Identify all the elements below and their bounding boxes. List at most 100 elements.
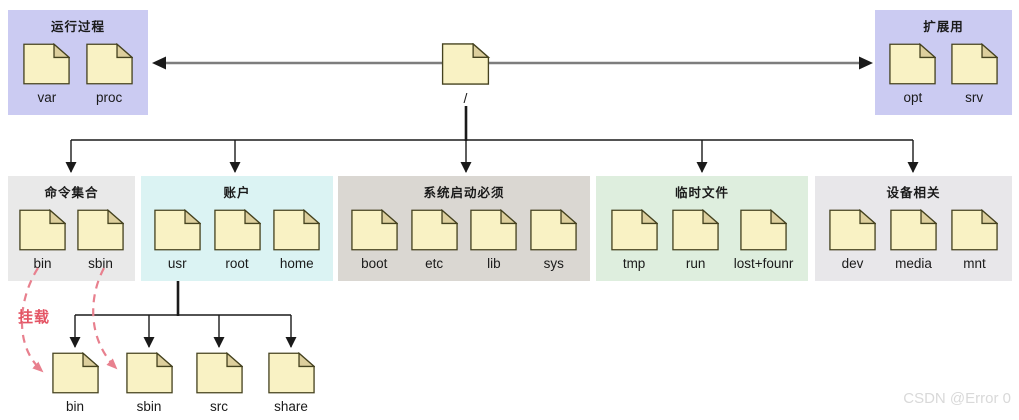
root-node: / [440, 42, 491, 106]
file-icon-slot [77, 208, 125, 251]
folder-label: srv [965, 90, 984, 105]
folder-label: media [895, 256, 932, 271]
file-icon [672, 208, 720, 251]
file-icon [213, 208, 262, 251]
folder-label: opt [903, 90, 923, 105]
file-icon-slot [125, 351, 174, 394]
file-icon-slot [829, 208, 877, 251]
folder-label: usr [167, 256, 187, 271]
root-label: / [463, 90, 468, 106]
file-icon [77, 208, 125, 251]
file-icon-slot [672, 208, 720, 251]
folder-node-tmp: tmp [610, 208, 659, 271]
file-icon [740, 208, 788, 251]
group-title: 账户 [223, 186, 251, 200]
folder-node-mnt: mnt [951, 208, 999, 271]
file-icon-slot [890, 208, 938, 251]
folder-label: bin [33, 256, 52, 271]
file-icon [530, 208, 578, 251]
file-icon [195, 351, 244, 394]
file-icon [85, 42, 134, 85]
group-temp-files: 临时文件 tmp run lost+founr [596, 176, 808, 281]
file-icon [273, 208, 322, 251]
folder-label: lost+founr [733, 256, 794, 271]
mount-label: 挂载 [18, 309, 51, 326]
folder-node-lost-found: lost+founr [733, 208, 794, 271]
folder-label: tmp [622, 256, 646, 271]
file-icon [154, 208, 202, 251]
group-title: 临时文件 [674, 186, 729, 200]
group-devices: 设备相关 dev media mnt [815, 176, 1012, 281]
group-boot-required: 系统启动必须 boot etc lib [338, 176, 590, 281]
folder-node-boot: boot [351, 208, 399, 271]
group-title: 扩展用 [923, 20, 964, 34]
file-icon [125, 351, 174, 394]
file-icon [470, 208, 519, 251]
folder-label: etc [425, 256, 444, 271]
folder-node-run: run [672, 208, 720, 271]
file-icon-slot [213, 208, 262, 251]
file-icon-slot [195, 351, 244, 394]
folder-node-lib: lib [470, 208, 519, 271]
folder-label: lib [487, 256, 501, 271]
arrow-left-icon [152, 56, 166, 70]
file-icon [951, 208, 999, 251]
file-icon-slot [85, 42, 134, 85]
group-title: 设备相关 [886, 186, 941, 200]
folder-node-home: home [273, 208, 322, 271]
file-icon [19, 208, 67, 251]
folder-label: var [37, 90, 57, 105]
group-title: 系统启动必须 [423, 186, 505, 200]
folder-label: proc [96, 90, 123, 105]
folder-node-usr-share: share [261, 351, 321, 414]
file-icon-slot [950, 42, 999, 85]
folder-label: sbin [136, 399, 162, 414]
folder-node-root: root [213, 208, 262, 271]
file-icon-slot [410, 208, 459, 251]
group-items: dev media mnt [815, 208, 1012, 271]
file-icon-slot [610, 208, 659, 251]
file-icon-slot [51, 351, 100, 394]
file-icon-slot [351, 208, 399, 251]
group-title: 命令集合 [44, 186, 99, 200]
file-icon-slot [154, 208, 202, 251]
file-icon-slot [440, 42, 491, 85]
file-icon-slot [470, 208, 519, 251]
group-title: 运行过程 [50, 20, 105, 34]
group-extension: 扩展用 opt srv [875, 10, 1012, 115]
file-icon [441, 42, 491, 85]
folder-node-etc: etc [410, 208, 459, 271]
folder-label: root [225, 256, 249, 271]
folder-node-proc: proc [85, 42, 134, 105]
folder-node-sys: sys [530, 208, 578, 271]
file-icon [950, 42, 999, 85]
group-accounts: 账户 usr root home [141, 176, 333, 281]
folder-node-opt: opt [889, 42, 938, 105]
folder-label: share [274, 399, 308, 414]
file-icon [267, 351, 316, 394]
folder-node-usr: usr [154, 208, 202, 271]
group-items: usr root home [141, 208, 333, 271]
folder-label: bin [65, 399, 84, 414]
file-icon [51, 351, 100, 394]
group-running-process: 运行过程 var proc [8, 10, 148, 115]
folder-label: home [279, 256, 314, 271]
folder-node-srv: srv [950, 42, 999, 105]
folder-label: sbin [88, 256, 113, 271]
folder-node-usr-sbin: sbin [119, 351, 179, 414]
folder-node-usr-bin: bin [45, 351, 105, 414]
file-icon-slot [740, 208, 788, 251]
folder-label: src [210, 399, 228, 414]
file-icon-slot [951, 208, 999, 251]
folder-node-sbin: sbin [77, 208, 125, 271]
file-icon [610, 208, 659, 251]
file-icon-slot [530, 208, 578, 251]
file-icon [410, 208, 459, 251]
file-icon-slot [19, 208, 67, 251]
folder-node-media: media [890, 208, 938, 271]
file-icon [889, 42, 938, 85]
folder-label: boot [361, 256, 388, 271]
group-commands: 命令集合 bin sbin [8, 176, 135, 281]
folder-node-dev: dev [829, 208, 877, 271]
